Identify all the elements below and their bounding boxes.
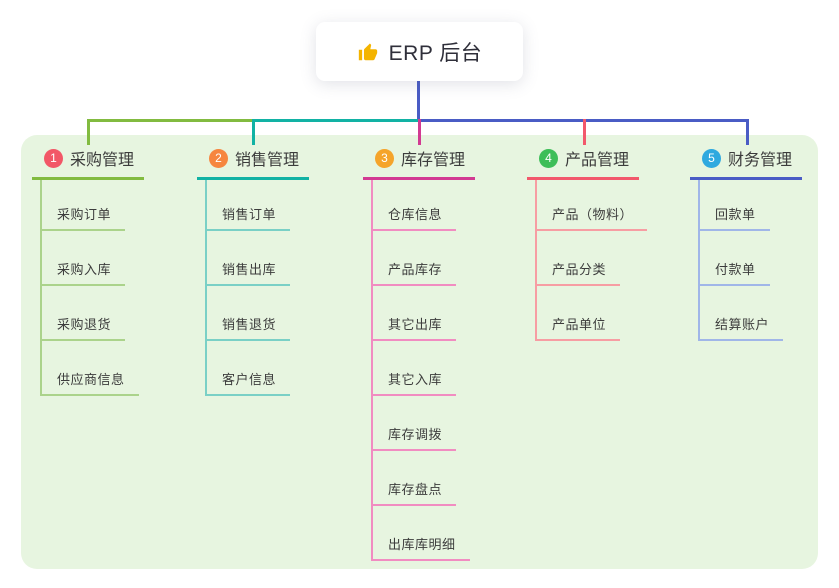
child-node[interactable]: 付款单 xyxy=(698,258,770,286)
branch-badge-3: 3 xyxy=(375,148,394,168)
branch-spine-line-4 xyxy=(535,180,537,341)
branch-drop-line-2 xyxy=(252,119,255,145)
child-node[interactable]: 产品分类 xyxy=(535,258,621,286)
branch-spine-line-3 xyxy=(371,180,373,561)
branch-badge-4: 4 xyxy=(539,148,558,168)
thumbs-up-icon xyxy=(357,41,379,63)
child-node[interactable]: 采购退货 xyxy=(40,313,126,341)
branch-label: 采购管理 xyxy=(70,152,135,169)
branch-spine-line-5 xyxy=(698,180,700,341)
child-node[interactable]: 其它出库 xyxy=(371,313,457,341)
child-node[interactable]: 结算账户 xyxy=(698,313,784,341)
child-node[interactable]: 出库库明细 xyxy=(371,533,470,561)
branch-drop-line-5 xyxy=(746,119,749,145)
child-node[interactable]: 产品（物料） xyxy=(535,203,648,231)
child-node[interactable]: 采购订单 xyxy=(40,203,126,231)
child-node[interactable]: 采购入库 xyxy=(40,258,126,286)
branch-label: 销售管理 xyxy=(235,152,300,169)
child-node[interactable]: 销售退货 xyxy=(205,313,291,341)
root-connector-line xyxy=(417,81,420,121)
branch-label: 财务管理 xyxy=(728,152,793,169)
branch-label: 产品管理 xyxy=(565,152,630,169)
branch-node-3[interactable]: 3 库存管理 xyxy=(363,147,476,180)
child-node[interactable]: 回款单 xyxy=(698,203,770,231)
child-node[interactable]: 仓库信息 xyxy=(371,203,457,231)
child-node[interactable]: 客户信息 xyxy=(205,368,291,396)
child-node[interactable]: 销售订单 xyxy=(205,203,291,231)
branch-node-1[interactable]: 1 采购管理 xyxy=(32,147,145,180)
branch-node-2[interactable]: 2 销售管理 xyxy=(197,147,310,180)
child-node[interactable]: 产品库存 xyxy=(371,258,457,286)
root-node-title: ERP 后台 xyxy=(388,41,483,65)
branch-node-5[interactable]: 5 财务管理 xyxy=(690,147,803,180)
child-node[interactable]: 供应商信息 xyxy=(40,368,139,396)
root-node-erp[interactable]: ERP 后台 xyxy=(316,22,523,81)
child-node[interactable]: 产品单位 xyxy=(535,313,621,341)
bus-segment-1 xyxy=(88,119,253,122)
branch-node-4[interactable]: 4 产品管理 xyxy=(527,147,640,180)
branch-badge-1: 1 xyxy=(44,148,63,168)
branch-badge-2: 2 xyxy=(209,148,228,168)
bus-segment-2 xyxy=(253,119,419,122)
branch-spine-line-1 xyxy=(40,180,42,396)
child-node[interactable]: 库存调拨 xyxy=(371,423,457,451)
child-node[interactable]: 库存盘点 xyxy=(371,478,457,506)
branches-panel xyxy=(21,135,818,569)
branch-drop-line-4 xyxy=(583,119,586,145)
branch-badge-5: 5 xyxy=(702,148,721,168)
child-node[interactable]: 销售出库 xyxy=(205,258,291,286)
branch-drop-line-1 xyxy=(87,119,90,145)
branch-drop-line-3 xyxy=(418,119,421,145)
branch-spine-line-2 xyxy=(205,180,207,396)
child-node[interactable]: 其它入库 xyxy=(371,368,457,396)
branch-label: 库存管理 xyxy=(401,152,466,169)
